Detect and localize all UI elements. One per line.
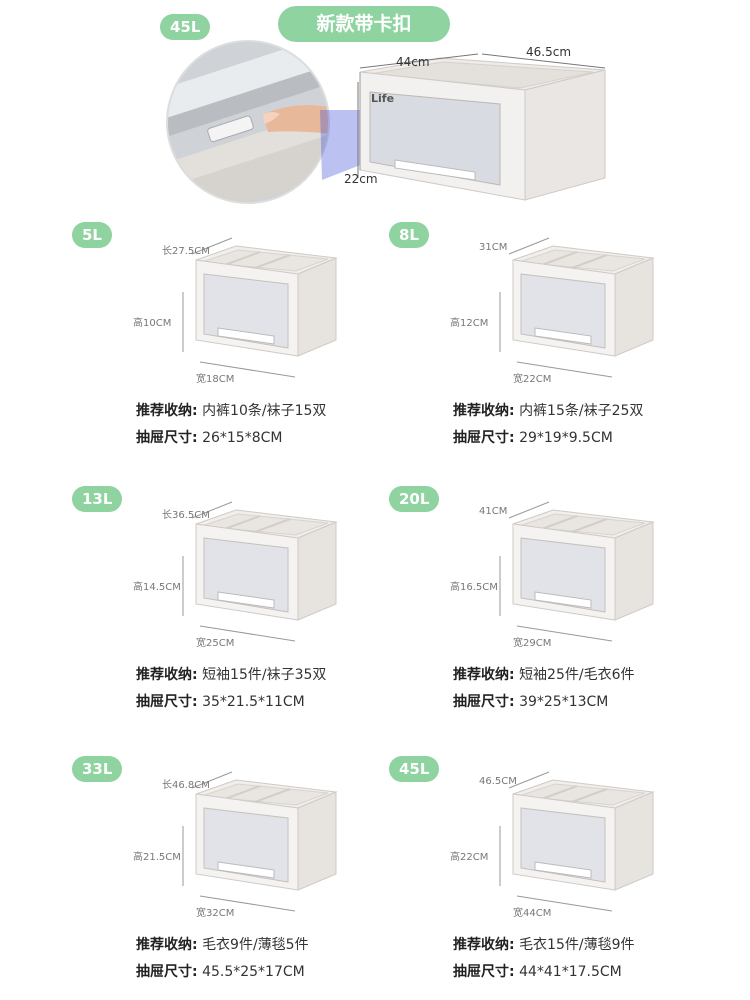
size-row: 抽屉尺寸: 45.5*25*17CM: [136, 959, 305, 985]
height-label: 高14.5CM: [133, 582, 181, 593]
height-label: 高22CM: [450, 852, 489, 863]
hero-width-label: 46.5cm: [526, 45, 572, 59]
drawer-image: [188, 508, 338, 632]
recommend-row: 推荐收纳: 短袖15件/袜子35双: [136, 662, 326, 688]
size-row: 抽屉尺寸: 29*19*9.5CM: [453, 425, 613, 451]
recommend-value: 短袖25件/毛衣6件: [519, 667, 635, 683]
width-label: 宽22CM: [513, 374, 552, 385]
size-label: 抽屉尺寸:: [136, 964, 198, 980]
recommend-label: 推荐收纳:: [453, 403, 515, 419]
size-label: 抽屉尺寸:: [136, 694, 198, 710]
hero-dimension-lines: [357, 53, 606, 178]
height-label: 高16.5CM: [450, 582, 498, 593]
drawer-image: [505, 244, 655, 368]
width-label: 宽29CM: [513, 638, 552, 649]
hero-drawer-image: Life: [355, 50, 615, 214]
recommend-value: 内裤15条/袜子25双: [519, 403, 644, 419]
width-label: 宽18CM: [196, 374, 235, 385]
size-value: 45.5*25*17CM: [202, 964, 305, 980]
length-label: 长27.5CM: [162, 246, 210, 257]
recommend-label: 推荐收纳:: [136, 667, 198, 683]
recommend-value: 毛衣9件/薄毯5件: [202, 937, 309, 953]
recommend-row: 推荐收纳: 毛衣15件/薄毯9件: [453, 932, 635, 958]
feature-title: 新款带卡扣: [278, 6, 450, 42]
hero-height-label: 22cm: [344, 172, 378, 186]
size-value: 39*25*13CM: [519, 694, 609, 710]
recommend-label: 推荐收纳:: [453, 937, 515, 953]
size-row: 抽屉尺寸: 35*21.5*11CM: [136, 689, 305, 715]
capacity-badge: 13L: [72, 486, 123, 512]
size-label: 抽屉尺寸:: [136, 430, 198, 446]
recommend-row: 推荐收纳: 内裤15条/袜子25双: [453, 398, 643, 424]
length-label: 长36.5CM: [162, 510, 210, 521]
capacity-badge: 20L: [389, 486, 440, 512]
capacity-badge: 33L: [72, 756, 123, 782]
recommend-label: 推荐收纳:: [136, 937, 198, 953]
dimension-lines: [182, 237, 296, 378]
clip-detail-photo: [166, 40, 330, 204]
recommend-row: 推荐收纳: 短袖25件/毛衣6件: [453, 662, 635, 688]
size-row: 抽屉尺寸: 44*41*17.5CM: [453, 959, 622, 985]
recommend-row: 推荐收纳: 毛衣9件/薄毯5件: [136, 932, 309, 958]
hero-brand-logo: Life: [371, 92, 395, 105]
drawer-image: [505, 508, 655, 632]
dimension-lines: [182, 501, 296, 642]
capacity-badge: 45L: [389, 756, 440, 782]
dimension-lines: [182, 771, 296, 912]
drawer-image: [188, 778, 338, 902]
capacity-badge: 5L: [72, 222, 112, 248]
length-label: 46.5CM: [479, 776, 517, 787]
capacity-badge: 8L: [389, 222, 429, 248]
size-value: 26*15*8CM: [202, 430, 283, 446]
recommend-value: 毛衣15件/薄毯9件: [519, 937, 635, 953]
length-label: 31CM: [479, 242, 508, 253]
size-value: 29*19*9.5CM: [519, 430, 613, 446]
length-label: 长46.8CM: [162, 780, 210, 791]
size-row: 抽屉尺寸: 39*25*13CM: [453, 689, 608, 715]
recommend-row: 推荐收纳: 内裤10条/袜子15双: [136, 398, 326, 424]
size-value: 35*21.5*11CM: [202, 694, 305, 710]
dimension-lines: [499, 501, 613, 642]
length-label: 41CM: [479, 506, 508, 517]
recommend-value: 短袖15件/袜子35双: [202, 667, 327, 683]
height-label: 高10CM: [133, 318, 172, 329]
drawer-image: [505, 778, 655, 902]
size-value: 44*41*17.5CM: [519, 964, 622, 980]
capacity-badge-hero: 45L: [160, 14, 211, 40]
size-label: 抽屉尺寸:: [453, 430, 515, 446]
size-label: 抽屉尺寸:: [453, 964, 515, 980]
hero-length-label: 44cm: [396, 55, 430, 69]
height-label: 高21.5CM: [133, 852, 181, 863]
drawer-image: [188, 244, 338, 368]
dimension-lines: [499, 237, 613, 378]
recommend-label: 推荐收纳:: [453, 667, 515, 683]
recommend-value: 内裤10条/袜子15双: [202, 403, 327, 419]
recommend-label: 推荐收纳:: [136, 403, 198, 419]
dimension-lines: [499, 771, 613, 912]
width-label: 宽44CM: [513, 908, 552, 919]
height-label: 高12CM: [450, 318, 489, 329]
size-label: 抽屉尺寸:: [453, 694, 515, 710]
width-label: 宽25CM: [196, 638, 235, 649]
width-label: 宽32CM: [196, 908, 235, 919]
size-row: 抽屉尺寸: 26*15*8CM: [136, 425, 282, 451]
